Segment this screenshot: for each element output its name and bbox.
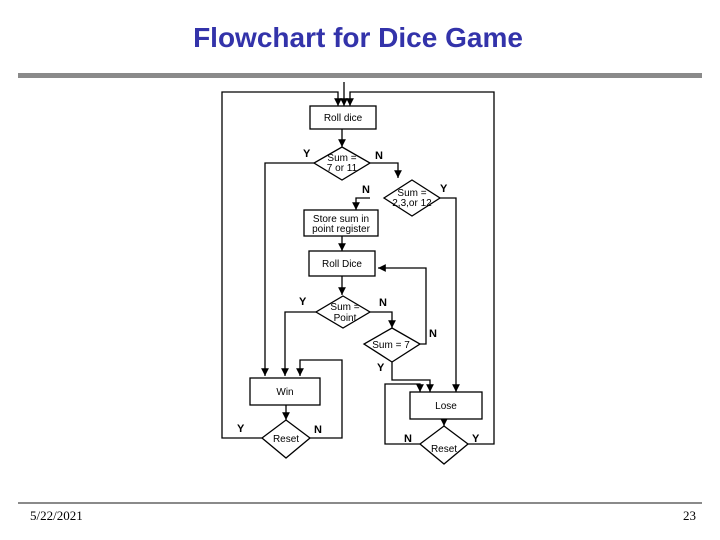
connector-sum2312-yes — [440, 197, 460, 392]
connector-sum711-yes — [261, 162, 314, 376]
roll-dice-box — [309, 105, 377, 130]
decision-reset-1 — [260, 419, 312, 459]
decision-sum-2-3-or-12 — [382, 179, 442, 217]
sum-point-line2: Point — [334, 313, 357, 324]
store-sum-box — [303, 209, 379, 237]
reset-1-label: Reset — [273, 434, 299, 445]
sum-7-label: Sum = 7 — [372, 340, 410, 351]
yes-label-reset1: Y — [237, 423, 245, 435]
win-box — [249, 377, 321, 406]
connector-sumpoint-no — [370, 311, 396, 328]
no-label-sum7: N — [429, 328, 437, 340]
no-label-reset1: N — [314, 424, 322, 436]
store-sum-line2: point register — [312, 224, 370, 235]
connector-outer-right-loop — [346, 91, 495, 420]
connector-sum7-no — [378, 264, 427, 345]
yes-label-sum2312: Y — [440, 183, 448, 195]
reset-2-label: Reset — [431, 444, 457, 455]
yes-label-sumpoint: Y — [299, 296, 307, 308]
yes-label-sum711: Y — [303, 148, 311, 160]
decision-sum-point — [314, 295, 372, 329]
connector-outer-left-loop — [221, 91, 342, 420]
connector-sum2312-no — [352, 197, 370, 210]
yes-label-sum7: Y — [377, 362, 385, 374]
lose-box — [409, 391, 483, 420]
decision-reset-2 — [418, 425, 470, 465]
roll-dice-2-label: Roll Dice — [322, 259, 362, 270]
roll-dice-2-box — [308, 250, 376, 277]
roll-dice-label: Roll dice — [324, 113, 363, 124]
connector-reset2-no — [384, 383, 424, 445]
connector-reset2-yes — [468, 420, 495, 445]
connector-sumpoint-yes — [281, 311, 316, 376]
sum-7-11-line1: Sum = — [327, 153, 356, 164]
connector-reset1-no — [296, 359, 343, 439]
no-label-reset2: N — [404, 433, 412, 445]
decision-sum-7 — [362, 327, 422, 363]
slide-date: 5/22/2021 — [30, 508, 83, 523]
title-divider — [18, 73, 702, 78]
slide-title: Flowchart for Dice Game — [193, 22, 523, 53]
no-label-sum2312: N — [362, 184, 370, 196]
lose-label: Lose — [435, 401, 457, 412]
sum-point-line1: Sum = — [330, 302, 359, 313]
connector-reset1-yes — [221, 420, 262, 439]
no-label-sumpoint: N — [379, 297, 387, 309]
yes-label-reset2: Y — [472, 433, 480, 445]
no-label-sum711: N — [375, 150, 383, 162]
sum-7-11-line2: 7 or 11 — [327, 163, 358, 174]
decision-sum-7-or-11 — [312, 146, 372, 181]
sum-2-3-12-line1: Sum = — [397, 188, 426, 199]
store-sum-line1: Store sum in — [313, 214, 369, 225]
footer-divider — [18, 502, 702, 504]
sum-2-3-12-line2: 2,3,or 12 — [392, 198, 432, 209]
win-label: Win — [276, 387, 293, 398]
slide-page-number: 23 — [683, 508, 696, 523]
connector-sum7-yes — [391, 362, 434, 392]
connector-sum711-no — [370, 162, 402, 178]
